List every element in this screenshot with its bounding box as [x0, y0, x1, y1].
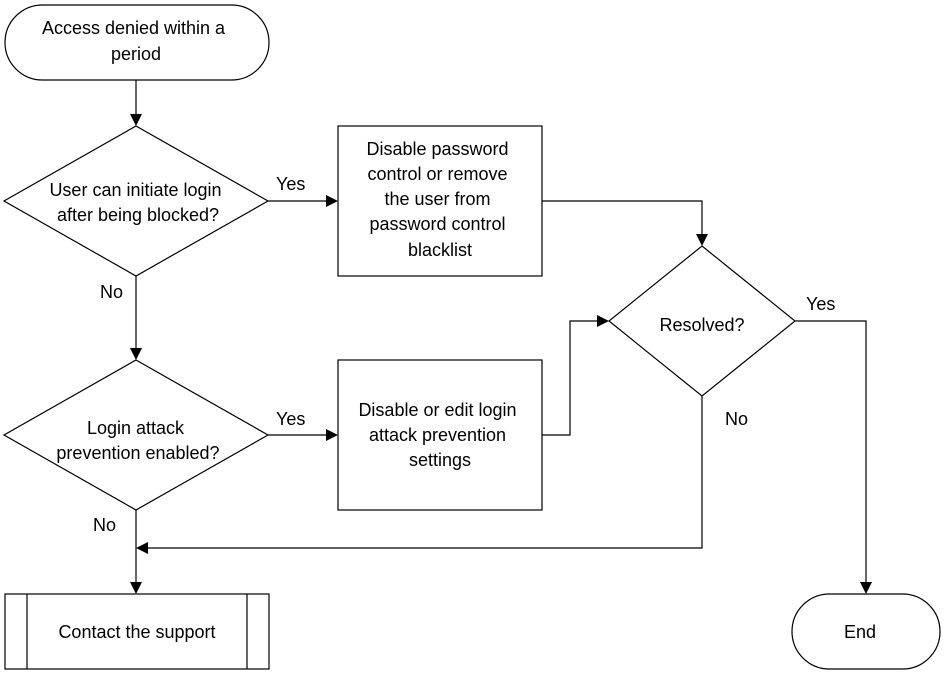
edge-label-blocked-yes: Yes [276, 174, 305, 194]
decision-blocked-label: User can initiate login after being bloc… [49, 180, 226, 225]
connector-resolved-yes [795, 320, 872, 594]
connector-blocked-no [130, 276, 142, 360]
process-disable-password-control [337, 125, 543, 277]
predefined-process-contact-support [4, 593, 270, 670]
process-disable-attack-label: Disable or edit login attack prevention … [358, 400, 521, 470]
edge-label-resolved-yes: Yes [806, 294, 835, 314]
decision-resolved-label: Resolved? [659, 315, 744, 335]
start-label: Access denied within a period [42, 18, 230, 64]
start-terminator [4, 4, 270, 81]
edge-label-resolved-no: No [725, 409, 748, 429]
decision-attack-label: Login attack prevention enabled? [56, 418, 219, 463]
connector-attack-yes [268, 429, 338, 441]
end-label: End [844, 622, 876, 642]
edge-label-attack-yes: Yes [276, 409, 305, 429]
connector-resolved-no [136, 396, 703, 554]
connector-disable-attack-to-resolved [542, 315, 609, 436]
contact-support-label: Contact the support [58, 622, 215, 642]
connector-start-to-blocked [130, 80, 142, 126]
edge-label-blocked-no: No [100, 282, 123, 302]
connector-attack-no [130, 510, 142, 594]
process-disable-attack-prevention [337, 359, 543, 511]
process-disable-password-label: Disable password control or remove the u… [366, 139, 513, 260]
connector-disable-pw-to-resolved [542, 200, 708, 246]
decision-can-login-after-block [2, 125, 270, 277]
edge-label-attack-no: No [93, 515, 116, 535]
connector-blocked-yes [268, 195, 338, 207]
